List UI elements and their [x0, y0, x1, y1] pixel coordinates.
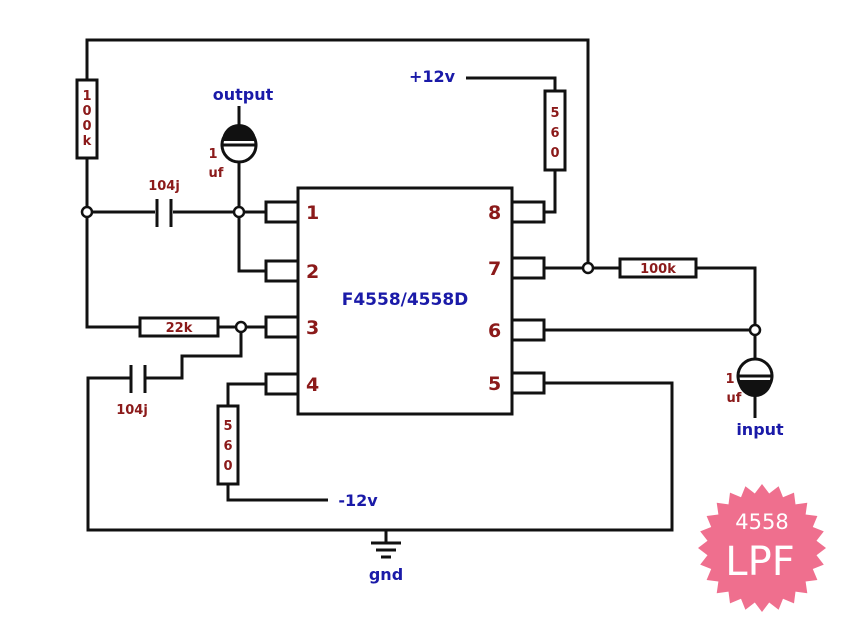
pin-label-2: 2 — [306, 261, 319, 283]
cap-output-fill — [222, 124, 256, 141]
chip-label: F4558/4558D — [342, 290, 469, 310]
pin-label-7: 7 — [488, 258, 501, 280]
junction-input — [748, 323, 762, 337]
pin-stub-2 — [264, 259, 300, 283]
cap-output-unit: uf — [209, 166, 224, 181]
badge-starburst — [698, 484, 826, 612]
resistor-feedback — [75, 78, 99, 160]
pin-stub-4 — [264, 372, 300, 396]
cap-output-value: 1 — [208, 147, 217, 162]
pin-stub-6 — [510, 318, 546, 342]
pin-label-8: 8 — [488, 202, 501, 224]
cap-input-fill — [738, 380, 772, 397]
pin-label-6: 6 — [488, 320, 501, 342]
wire-left-vertical — [85, 158, 140, 329]
pin-stub-8 — [510, 200, 546, 224]
capacitors: 104j 104j 1 uf 1 uf — [116, 124, 774, 418]
vpos-label: +12v — [409, 67, 456, 86]
labels: output input +12v -12v gnd — [213, 67, 784, 584]
junction-left — [80, 205, 94, 219]
cap-top-label: 104j — [148, 179, 180, 194]
cap-input-unit: uf — [727, 391, 742, 406]
wire-neg — [226, 484, 328, 502]
vneg-label: -12v — [338, 491, 378, 510]
junction-pin7 — [581, 261, 595, 275]
lpf-badge: 4558 LPF — [698, 484, 826, 612]
resistor-series — [138, 316, 220, 338]
wire-top-loop — [85, 38, 590, 268]
cap-bottom-label: 104j — [116, 403, 148, 418]
pin-stub-3 — [264, 315, 300, 339]
ground-icon — [371, 541, 401, 559]
ic-body — [296, 186, 514, 416]
cap-output — [220, 124, 258, 164]
resistor-supply — [543, 89, 567, 172]
pin-label-1: 1 — [306, 202, 319, 224]
output-label: output — [213, 85, 274, 104]
ic-package: 1 2 3 4 8 7 6 5 F4558/4558D — [264, 186, 546, 416]
junction-pin1 — [232, 205, 246, 219]
pin-stub-7 — [510, 256, 546, 280]
wires — [85, 38, 757, 542]
badge-bottom-text: LPF — [725, 539, 794, 585]
junctions — [80, 205, 762, 337]
cap-input — [736, 357, 774, 397]
resistor-input-label: 100k — [640, 262, 676, 277]
wire-pin1-pin2 — [237, 212, 268, 273]
wire-bottom-cap-left — [86, 376, 674, 532]
pin-label-4: 4 — [306, 374, 319, 396]
wire-pin3-cap — [146, 327, 243, 380]
cap-input-value: 1 — [725, 372, 734, 387]
wire-pin4 — [226, 382, 268, 406]
pin-label-5: 5 — [488, 373, 501, 395]
cap-input-top — [736, 357, 774, 378]
resistor-series-label: 22k — [166, 321, 193, 336]
resistor-input — [618, 257, 698, 279]
pin-stub-1 — [264, 200, 300, 224]
junction-pin3 — [234, 320, 248, 334]
pin-stub-5 — [510, 371, 546, 395]
gnd-label: gnd — [369, 565, 403, 584]
cap-output-bottom — [220, 143, 258, 164]
input-label: input — [736, 420, 784, 439]
wire-100k-right — [696, 266, 757, 330]
resistor-neg — [216, 404, 240, 486]
badge-top-text: 4558 — [735, 510, 788, 534]
wire-560-pin8 — [544, 170, 557, 214]
pin-label-3: 3 — [306, 317, 319, 339]
wire-vpos — [466, 76, 557, 91]
